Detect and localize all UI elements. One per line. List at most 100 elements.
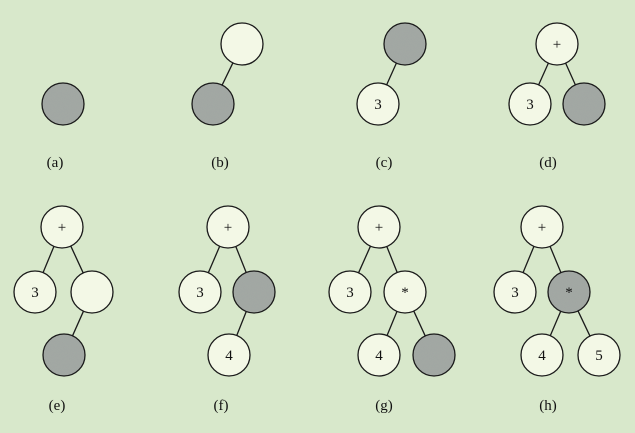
panel-label: (e): [49, 398, 66, 414]
tree-node-current: [562, 82, 606, 126]
node-label: *: [401, 285, 409, 301]
tree-node-current: [383, 22, 427, 66]
node-label: 3: [196, 285, 204, 301]
node-circle: [547, 270, 591, 314]
node-circle: [70, 270, 114, 314]
tree-node: 3: [508, 82, 552, 126]
node-label: +: [553, 37, 561, 53]
tree-node: +: [206, 205, 250, 249]
tree-node: 4: [357, 333, 401, 377]
node-circle: [412, 333, 456, 377]
node-circle: [493, 270, 537, 314]
tree-node: 4: [207, 333, 251, 377]
node-circle: [42, 333, 86, 377]
tree-edge: [386, 311, 398, 336]
panel-labels-layer: (a) (b) (c) (d) (e) (f) (g) (h): [47, 155, 557, 414]
node-circle: [220, 22, 264, 66]
node-label: 3: [346, 285, 354, 301]
tree-node-current: [191, 82, 235, 126]
tree-node: +: [40, 205, 84, 249]
tree-node: [220, 22, 264, 66]
node-label: +: [224, 220, 232, 236]
node-circle: [40, 205, 84, 249]
panel-label: (d): [539, 155, 557, 171]
tree-edge: [538, 62, 549, 86]
tree-edge: [236, 311, 247, 336]
tree-node: 3: [178, 270, 222, 314]
node-label: 4: [225, 348, 233, 364]
node-circle: [13, 270, 57, 314]
node-circle: [206, 205, 250, 249]
tree-edge: [207, 246, 221, 273]
tree-edge: [235, 246, 247, 273]
node-label: 5: [595, 348, 603, 364]
tree-node: 5: [577, 333, 621, 377]
edges-layer: [42, 62, 591, 337]
node-circle: [178, 270, 222, 314]
tree-edge: [549, 311, 562, 336]
panel-label: (a): [47, 155, 64, 171]
node-circle: [357, 333, 401, 377]
tree-edge: [42, 246, 55, 273]
node-circle: [207, 333, 251, 377]
tree-edge: [386, 246, 398, 273]
node-circle: [357, 205, 401, 249]
tree-edge: [70, 245, 84, 274]
tree-edge: [386, 62, 397, 86]
panel-label: (b): [211, 155, 229, 171]
node-label: +: [375, 220, 383, 236]
tree-node: 3: [328, 270, 372, 314]
tree-node-current: [232, 270, 276, 314]
node-label: 4: [538, 348, 546, 364]
node-circle: [383, 270, 427, 314]
panel-label: (c): [376, 155, 393, 171]
node-label: 3: [374, 97, 382, 113]
node-circle: [508, 82, 552, 126]
node-circle: [191, 82, 235, 126]
node-label: 3: [526, 97, 534, 113]
tree-edge: [221, 62, 234, 86]
tree-node-current: *: [547, 270, 591, 314]
node-circle: [41, 82, 85, 126]
node-label: +: [538, 220, 546, 236]
tree-edge: [413, 310, 426, 337]
nodes-layer: 3 +3 +3 +3 4 +3 * 4 +3 * 4 5: [13, 22, 621, 377]
node-circle: [232, 270, 276, 314]
panel-label: (h): [539, 398, 557, 414]
node-circle: [328, 270, 372, 314]
node-label: 3: [31, 285, 39, 301]
panel-label: (g): [375, 398, 393, 414]
tree-edge: [549, 246, 562, 273]
node-label: 4: [375, 348, 383, 364]
tree-edge: [565, 62, 576, 86]
tree-node-current: [412, 333, 456, 377]
tree-node: 3: [356, 82, 400, 126]
tree-node: +: [520, 205, 564, 249]
node-circle: [577, 333, 621, 377]
tree-edge: [357, 245, 372, 274]
node-label: +: [58, 220, 66, 236]
tree-node: 3: [13, 270, 57, 314]
node-circle: [520, 205, 564, 249]
tree-node: 4: [520, 333, 564, 377]
node-label: *: [565, 285, 573, 301]
tree-edge: [522, 246, 535, 273]
panel-label: (f): [214, 398, 229, 414]
node-circle: [535, 22, 579, 66]
node-circle: [562, 82, 606, 126]
tree-edge: [577, 310, 591, 337]
tree-node: *: [383, 270, 427, 314]
tree-node-current: [42, 333, 86, 377]
tree-node: 3: [493, 270, 537, 314]
tree-node: [70, 270, 114, 314]
node-circle: [383, 22, 427, 66]
node-circle: [520, 333, 564, 377]
node-label: 3: [511, 285, 519, 301]
tree-node: +: [535, 22, 579, 66]
tree-node-current: [41, 82, 85, 126]
tree-node: +: [357, 205, 401, 249]
tree-edge: [71, 310, 85, 337]
node-circle: [356, 82, 400, 126]
